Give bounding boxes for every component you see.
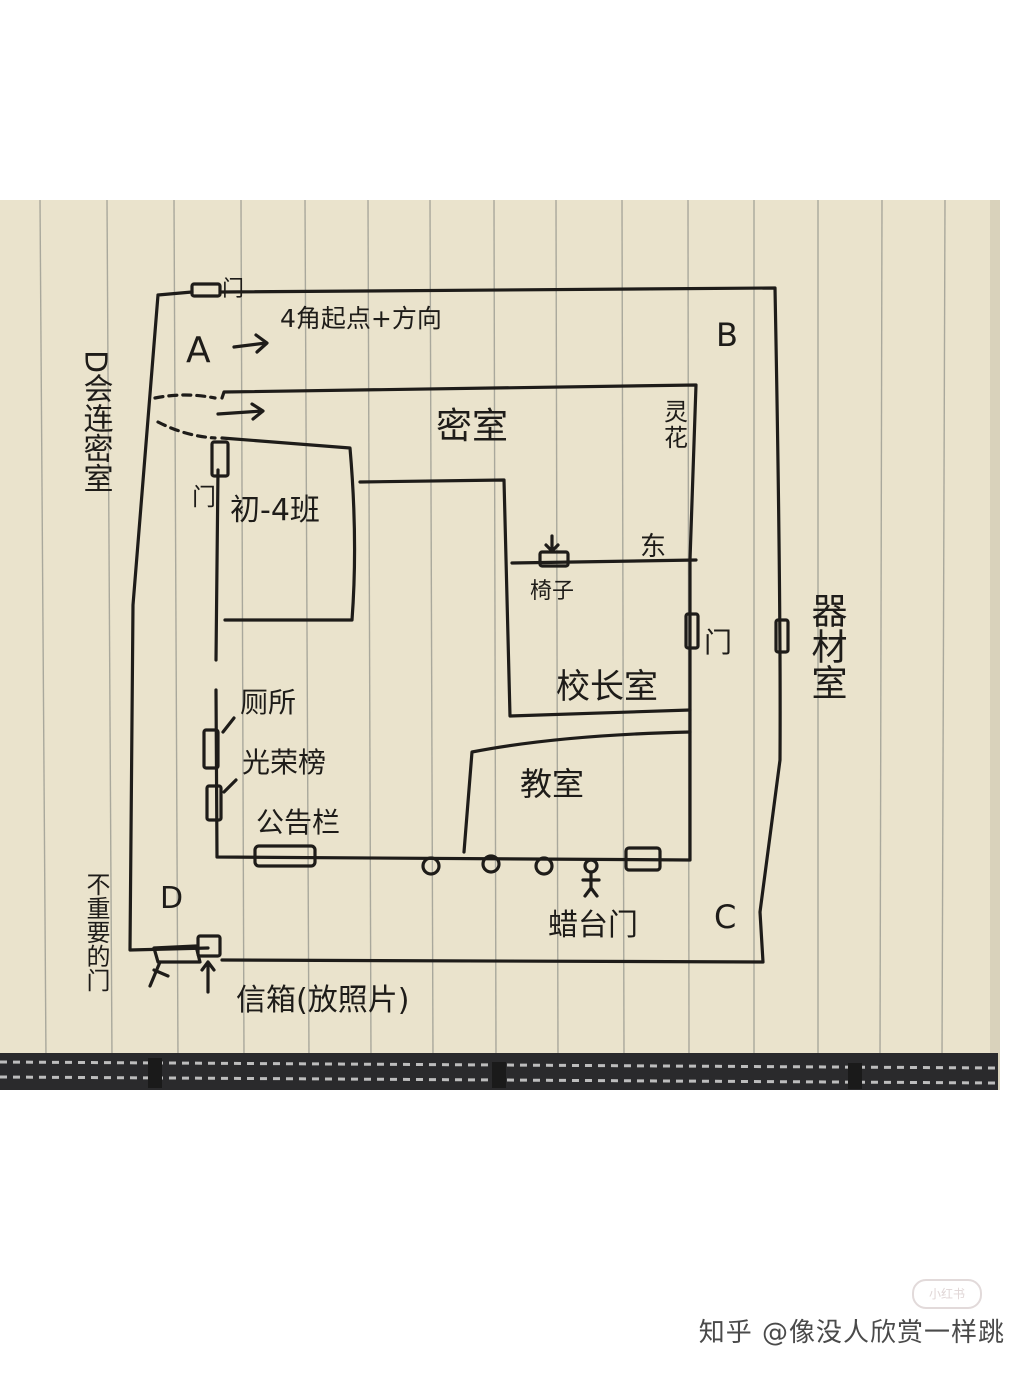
label-door-class: 门	[192, 483, 216, 511]
label-corner-c: C	[714, 898, 736, 936]
mailbox	[152, 944, 202, 964]
bulletin-door	[253, 844, 317, 868]
candle	[481, 854, 501, 874]
label-secret-room: 密室	[436, 406, 508, 447]
class-room-wall	[220, 436, 357, 622]
door-toilet	[202, 728, 220, 770]
chair-box	[538, 550, 570, 568]
label-mailbox: 信箱(放照片)	[236, 983, 409, 1018]
label-corner-note: 4角起点+方向	[280, 304, 442, 333]
watermark-text: 知乎 @像没人欣赏一样跳	[698, 1318, 1005, 1348]
door-honor	[205, 784, 223, 822]
label-corner-a: A	[186, 330, 211, 371]
door-equipment	[774, 618, 790, 654]
label-spirit: 灵	[664, 398, 688, 426]
podium-door-box	[624, 846, 662, 872]
ribbon-band	[0, 1053, 999, 1090]
label-spirit-2: 花	[664, 424, 688, 452]
label-principal-office: 校长室	[556, 667, 658, 707]
label-podium-door: 蜡台门	[548, 908, 638, 943]
label-classroom: 教室	[520, 765, 584, 803]
label-unimportant-door: 不重要的门	[82, 872, 110, 992]
door-principal	[684, 612, 700, 650]
label-corner-d: D	[160, 881, 183, 916]
floor-plan	[128, 282, 790, 994]
watermark-badge: 小红书	[912, 1279, 982, 1309]
passage-arrow	[216, 402, 265, 421]
candle	[534, 856, 554, 876]
label-chair: 椅子	[530, 579, 574, 604]
label-left-note: D会连密室	[78, 350, 114, 493]
label-corner-b: B	[716, 316, 738, 354]
label-class-name: 初-4班	[230, 493, 320, 528]
candle	[421, 856, 441, 876]
labels: 门 4角起点+方向 A B C D D会连密室 密室 灵 花 门 初-4班 东 …	[78, 277, 848, 1018]
notebook-edge	[990, 200, 1000, 1090]
door-class	[210, 440, 230, 478]
label-door-right: 门	[704, 626, 732, 659]
label-east: 东	[640, 532, 666, 562]
label-bulletin-board: 公告栏	[256, 806, 340, 839]
label-door-top: 门	[222, 277, 244, 302]
outer-wall	[128, 286, 782, 964]
label-toilet: 厕所	[240, 686, 296, 719]
classroom-wall	[462, 730, 692, 854]
label-equipment-room: 器材室	[806, 592, 848, 700]
ruled-lines	[39, 199, 946, 1061]
door-top	[190, 282, 222, 298]
notebook-paper	[0, 200, 998, 1090]
corner-arrow	[232, 333, 269, 354]
secret-passage	[153, 393, 217, 440]
label-honor-board: 光荣榜	[242, 746, 326, 779]
